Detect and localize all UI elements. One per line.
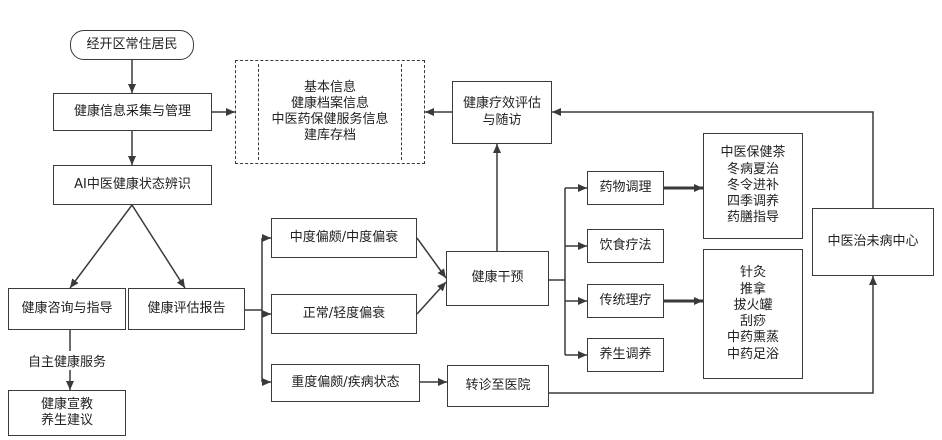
consult-node: 健康咨询与指导	[8, 288, 126, 330]
collect-node: 健康信息采集与管理	[53, 93, 212, 131]
care-item: 冬令进补	[726, 177, 779, 193]
intervene-label: 健康干预	[471, 270, 524, 286]
method-item: 拔火罐	[733, 297, 773, 313]
moderate-label: 中度偏颇/中度偏衰	[289, 229, 399, 245]
severe-label: 重度偏颇/疾病状态	[291, 374, 400, 390]
education-line: 健康宣教	[40, 396, 93, 412]
care-item: 药膳指导	[726, 210, 779, 226]
diet-node: 饮食疗法	[587, 229, 664, 263]
diet-label: 饮食疗法	[599, 237, 652, 253]
transfer-node: 转诊至医院	[447, 365, 549, 407]
therapy-label: 传统理疗	[599, 292, 652, 308]
moderate-node: 中度偏颇/中度偏衰	[271, 218, 417, 258]
method-item: 中药熏蒸	[726, 330, 779, 346]
normal-label: 正常/轻度偏衰	[302, 305, 386, 321]
method-item: 刮痧	[739, 314, 766, 329]
ai-node: AI中医健康状态辨识	[53, 165, 212, 205]
consult-label: 健康咨询与指导	[21, 300, 113, 316]
education-line: 养生建议	[40, 413, 93, 428]
arrow-moderate-to-intervene	[416, 237, 447, 279]
ai-label: AI中医健康状态辨识	[74, 176, 191, 192]
info-line: 基本信息	[303, 79, 356, 95]
therapy-node: 传统理疗	[587, 284, 664, 318]
info-line: 建库存档	[303, 128, 356, 144]
care-item: 冬病夏治	[726, 161, 779, 177]
arrow-normal-to-intervene	[416, 281, 447, 315]
intervene-node: 健康干预	[446, 251, 549, 306]
method-item: 针灸	[739, 265, 766, 281]
education-node: 健康宣教 养生建议	[8, 390, 126, 436]
care-item: 四季调养	[726, 194, 779, 210]
normal-node: 正常/轻度偏衰	[271, 294, 417, 334]
drug-node: 药物调理	[587, 171, 664, 205]
methods-list-node: 针灸 推拿 拔火罐 刮痧 中药熏蒸 中药足浴	[703, 249, 803, 379]
method-item: 中药足浴	[726, 346, 779, 362]
info-divider-left	[258, 64, 259, 160]
wellness-node: 养生调养	[587, 338, 664, 372]
self-service-label: 自主健康服务	[26, 351, 109, 370]
severe-node: 重度偏颇/疾病状态	[271, 364, 420, 402]
report-label: 健康评估报告	[147, 300, 226, 316]
evaluate-line: 与随访	[482, 112, 522, 128]
info-node: 基本信息 健康档案信息 中医药保健服务信息 建库存档	[235, 60, 425, 164]
method-item: 推拿	[739, 281, 766, 297]
arrow-ai-to-consult	[69, 204, 133, 289]
residents-label: 经开区常住居民	[86, 36, 178, 52]
evaluate-line: 健康疗效评估	[462, 96, 541, 112]
info-lines: 基本信息 健康档案信息 中医药保健服务信息 建库存档	[271, 80, 388, 145]
care-list-node: 中医保健茶 冬病夏治 冬令进补 四季调养 药膳指导	[703, 133, 803, 239]
residents-node: 经开区常住居民	[70, 30, 194, 60]
info-divider-right	[401, 64, 402, 160]
report-node: 健康评估报告	[128, 288, 245, 330]
drug-label: 药物调理	[599, 179, 652, 195]
wellness-label: 养生调养	[599, 346, 652, 362]
info-line: 中医药保健服务信息	[271, 112, 389, 127]
arrow-ai-to-report	[131, 204, 186, 289]
info-line: 健康档案信息	[290, 95, 369, 111]
care-item: 中医保健茶	[720, 145, 786, 161]
transfer-label: 转诊至医院	[465, 377, 531, 393]
arrow-center-to-evaluate	[552, 108, 874, 208]
center-label: 中医治未病中心	[827, 233, 919, 249]
arrow-transfer-to-center	[549, 276, 877, 394]
center-node: 中医治未病中心	[812, 208, 934, 276]
evaluate-node: 健康疗效评估 与随访	[452, 81, 552, 144]
collect-label: 健康信息采集与管理	[73, 103, 191, 119]
